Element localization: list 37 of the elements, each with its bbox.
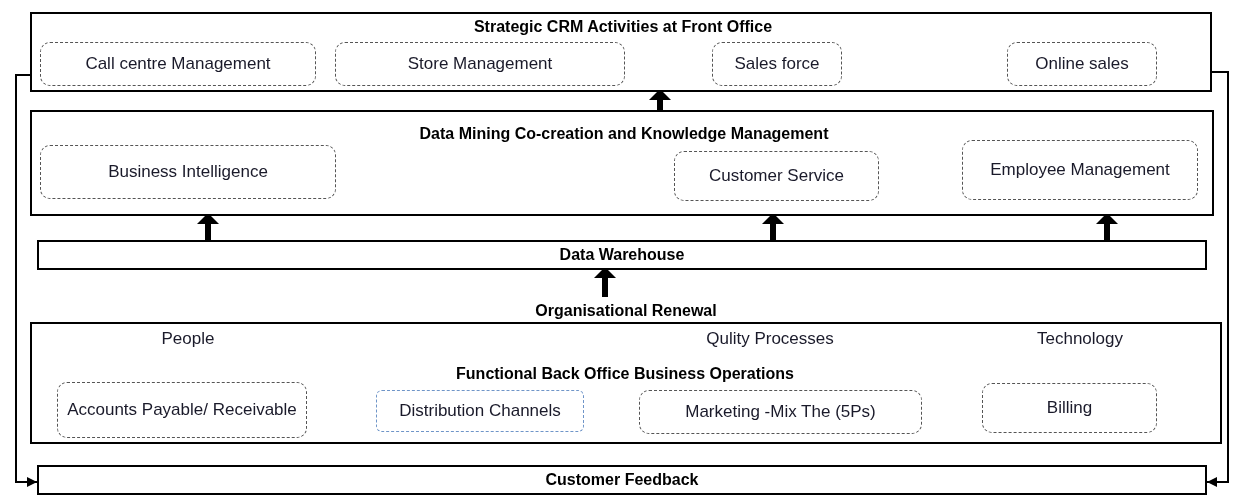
process-box [1007,42,1157,86]
node-label: Accounts Payable/ Receivable [66,399,298,421]
process-box [962,140,1198,200]
node-label: Sales force [733,53,821,75]
process-box [335,42,625,86]
node-label: Billing [1045,397,1094,419]
node-label: Online sales [1034,53,1130,75]
process-bar [37,465,1207,495]
node-label: Customer Feedback [544,470,700,490]
feedback-arrow [1206,71,1229,487]
node-label: Marketing -Mix The (5Ps) [684,401,877,423]
node-label: Call centre Management [84,53,272,75]
process-box [40,145,336,199]
group-title: Data Mining Co-creation and Knowledge Management [419,124,829,144]
group-panel [30,12,1212,92]
feedback-arrow [15,74,38,487]
node-label: Business Intelligence [107,161,269,183]
node-label: Customer Service [707,165,846,187]
group-panel [30,110,1214,216]
category-label: People [161,328,215,350]
process-box [40,42,316,86]
node-label: Employee Management [989,159,1171,181]
process-box [982,383,1157,433]
node-label: Data Warehouse [558,245,686,265]
node-label: Distribution Channels [398,400,562,422]
node-label: Store Management [406,53,554,75]
process-box [674,151,879,201]
category-label: Qulity Processes [706,328,834,350]
process-bar [37,240,1207,270]
group-title: Organisational Renewal [535,301,717,321]
process-box [712,42,842,86]
process-box [376,390,584,432]
category-label: Technology [1037,328,1123,350]
group-title: Functional Back Office Business Operations [456,364,794,384]
process-box [57,382,307,438]
group-title: Strategic CRM Activities at Front Office [473,17,773,37]
process-box [639,390,922,434]
